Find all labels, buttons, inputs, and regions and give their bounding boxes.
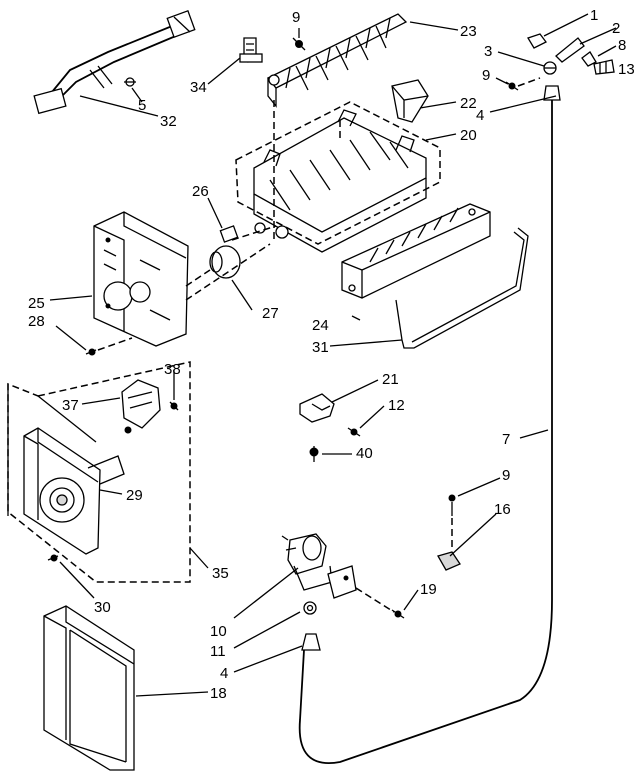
wire-harness <box>33 10 196 115</box>
callout-24: 24 <box>312 317 329 334</box>
callout-7: 7 <box>502 431 510 448</box>
screw-part-9-lower <box>448 494 456 516</box>
callout-13: 13 <box>618 61 635 78</box>
fill-tube-part-7 <box>298 100 553 764</box>
screw-part-30 <box>47 554 59 562</box>
callout-35: 35 <box>212 565 229 582</box>
callout-5: 5 <box>138 97 146 114</box>
coupling-part-27 <box>209 225 241 279</box>
callout-22: 22 <box>460 95 477 112</box>
fill-cup-part-22 <box>391 79 429 123</box>
callout-25: 25 <box>28 295 45 312</box>
control-module-part-25 <box>93 211 189 347</box>
callout-8: 8 <box>618 37 626 54</box>
callout-29: 29 <box>126 487 143 504</box>
leader-lines <box>49 13 617 697</box>
callout-28: 28 <box>28 313 45 330</box>
callout-34: 34 <box>190 79 207 96</box>
callout-27: 27 <box>262 305 279 322</box>
bracket-part-21 <box>299 393 361 462</box>
callout-21: 21 <box>382 371 399 388</box>
callout-26: 26 <box>192 183 209 200</box>
callout-38: 38 <box>164 361 181 378</box>
callout-4-top: 4 <box>476 107 484 124</box>
callout-labels: 9 23 1 2 3 8 9 13 34 5 32 22 4 20 26 25 … <box>28 7 635 702</box>
ferrule-part-4-lower <box>301 633 321 651</box>
callout-3: 3 <box>484 43 492 60</box>
screw-part-9-top <box>292 37 306 51</box>
front-cover-part-18 <box>43 605 135 771</box>
callout-4-lower: 4 <box>220 665 228 682</box>
callout-16: 16 <box>494 501 511 518</box>
callout-37: 37 <box>62 397 79 414</box>
callout-9-top: 9 <box>292 9 300 26</box>
callout-31: 31 <box>312 339 329 356</box>
callout-40: 40 <box>356 445 373 462</box>
callout-12: 12 <box>388 397 405 414</box>
mold-part-20 <box>235 101 441 253</box>
stripper-part-24 <box>341 203 491 299</box>
callout-11: 11 <box>210 643 226 660</box>
ejector-assembly-part-23 <box>266 13 408 108</box>
water-valve-part-10 <box>281 533 357 599</box>
callout-1: 1 <box>590 7 598 24</box>
bracket-part-34 <box>239 37 263 63</box>
callout-9-right: 9 <box>482 67 490 84</box>
callout-20: 20 <box>460 127 477 144</box>
clip-part-16 <box>437 551 461 571</box>
callout-30: 30 <box>94 599 111 616</box>
callout-23: 23 <box>460 23 477 40</box>
screw-part-28 <box>85 348 97 356</box>
callout-2: 2 <box>612 20 620 37</box>
callout-9-lower: 9 <box>502 467 510 484</box>
fittings-top-right <box>505 33 615 101</box>
nut-part-11 <box>303 601 317 615</box>
callout-32: 32 <box>160 113 177 130</box>
callout-19: 19 <box>420 581 437 598</box>
motor-assembly-part-35 <box>7 361 191 583</box>
callout-10: 10 <box>210 623 227 640</box>
callout-18: 18 <box>210 685 227 702</box>
